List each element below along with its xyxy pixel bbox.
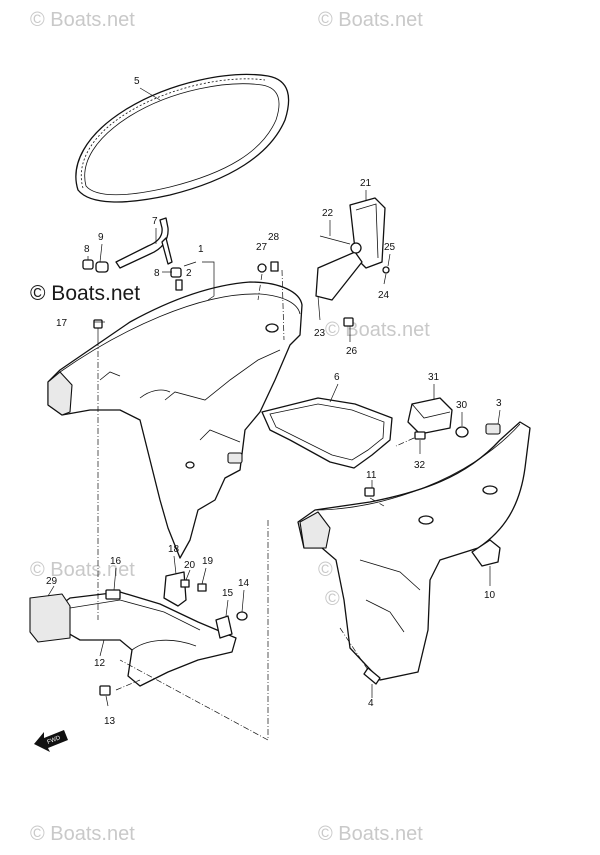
callouts: 5 7 9 8 8 1 2 17 21 22 27 28 25 24 23 26… [46, 76, 502, 727]
watermark: © Boats.net [318, 823, 423, 845]
callout-5: 5 [134, 76, 140, 87]
callout-28: 28 [268, 232, 280, 243]
callout-20: 20 [184, 560, 196, 571]
watermark: © Boats.net [325, 319, 430, 341]
part-bolt-17 [93, 319, 103, 340]
part-grommet-10 [364, 487, 501, 567]
callout-22: 22 [322, 208, 334, 219]
callout-14: 14 [238, 578, 250, 589]
callout-30: 30 [456, 400, 468, 411]
fwd-label: FWD [47, 735, 63, 746]
callout-11: 11 [366, 470, 377, 481]
callout-18: 18 [168, 544, 180, 555]
watermark-main: © Boats.net [30, 282, 140, 305]
callout-3: 3 [496, 398, 502, 409]
callout-2: 2 [186, 268, 192, 279]
callout-4: 4 [368, 698, 374, 709]
forward-arrow-icon: FWD [34, 730, 68, 752]
part-seal-ring [75, 73, 290, 203]
callout-12: 12 [94, 658, 106, 669]
part-bracket-31 [407, 397, 469, 440]
callout-8b: 8 [154, 268, 160, 279]
watermark: © Boats.net [318, 9, 423, 31]
callout-19: 19 [202, 556, 214, 567]
callout-13: 13 [104, 716, 116, 727]
callout-8a: 8 [84, 244, 90, 255]
watermark: © Boats.net [30, 9, 135, 31]
callout-9: 9 [98, 232, 104, 243]
callout-6: 6 [334, 372, 340, 383]
callout-7: 7 [152, 216, 158, 227]
leader-lines [47, 87, 501, 707]
callout-27: 27 [256, 242, 268, 253]
callout-1: 1 [198, 244, 204, 255]
callout-32: 32 [414, 460, 426, 471]
part-hinge-assembly [257, 197, 390, 327]
watermark: © Boats.net [30, 823, 135, 845]
callout-23: 23 [314, 328, 326, 339]
callout-31: 31 [428, 372, 440, 383]
callout-10: 10 [484, 590, 496, 601]
assembly-lines [97, 269, 415, 741]
part-left-side-cover [47, 281, 303, 559]
part-hose [115, 217, 173, 269]
callout-26: 26 [346, 346, 358, 357]
watermark: © Boats.net [30, 559, 135, 581]
callout-21: 21 [360, 178, 372, 189]
callout-29: 29 [46, 576, 58, 587]
callout-15: 15 [222, 588, 234, 599]
part-bolt-4 [363, 667, 381, 685]
callout-16: 16 [110, 556, 122, 567]
part-gasket [261, 397, 393, 469]
part-lower-bracket [29, 571, 248, 696]
callout-25: 25 [384, 242, 396, 253]
callout-24: 24 [378, 290, 390, 301]
callout-17: 17 [56, 318, 68, 329]
part-right-side-cover [297, 421, 531, 681]
